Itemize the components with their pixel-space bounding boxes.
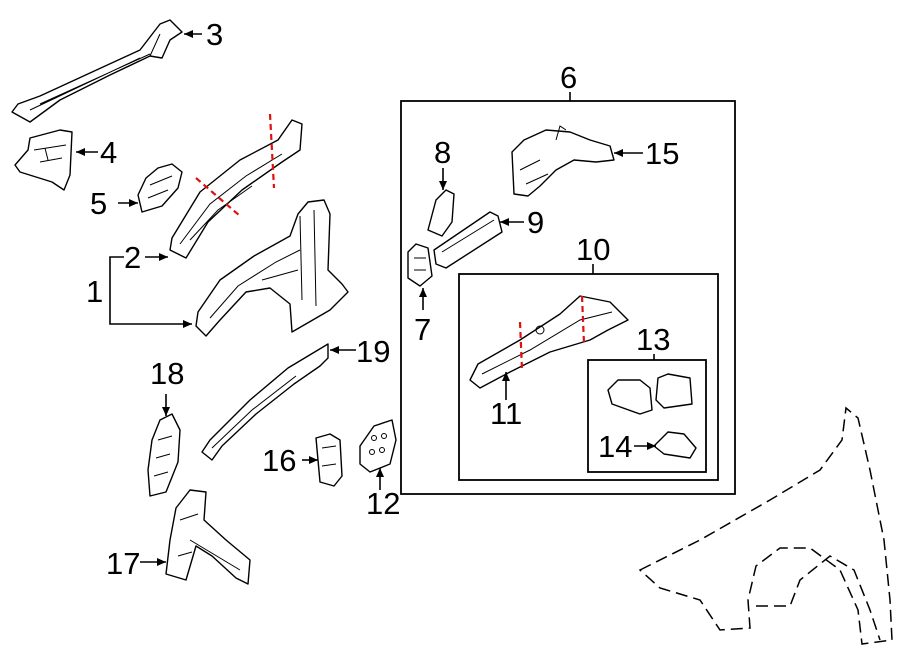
group-10-box <box>458 273 719 481</box>
group-13-box <box>587 359 707 473</box>
part-16-bracket[interactable] <box>315 433 343 487</box>
part-18-bracket[interactable] <box>147 413 181 497</box>
part-15-wheelhouse[interactable] <box>511 125 615 197</box>
part-5-bracket[interactable] <box>137 163 183 213</box>
callout-9: 9 <box>527 205 544 240</box>
callout-4: 4 <box>100 135 117 170</box>
part-9-reinforcement[interactable] <box>433 211 503 269</box>
part-3-rail[interactable] <box>11 19 183 123</box>
callout-10: 10 <box>576 232 610 267</box>
callout-3: 3 <box>206 17 223 52</box>
callout-18: 18 <box>150 356 184 391</box>
callout-15: 15 <box>645 136 679 171</box>
part-2-upper-rail[interactable] <box>169 113 303 259</box>
part-7-bracket[interactable] <box>407 243 433 287</box>
callout-2: 2 <box>124 240 141 275</box>
part-1-apron[interactable] <box>195 199 349 337</box>
callout-7: 7 <box>414 312 431 347</box>
part-4-bracket[interactable] <box>14 129 73 191</box>
callout-11: 11 <box>490 396 522 431</box>
callout-5: 5 <box>90 186 107 221</box>
group-6-box <box>400 100 736 495</box>
leader-lines <box>76 30 656 566</box>
part-19-rail[interactable] <box>201 343 329 461</box>
part-14-bracket[interactable] <box>653 431 697 459</box>
callout-16: 16 <box>262 443 296 478</box>
callout-19: 19 <box>356 334 390 369</box>
part-17-brace[interactable] <box>165 489 251 585</box>
callout-6: 6 <box>560 60 577 95</box>
callout-17: 17 <box>106 546 140 581</box>
callout-14: 14 <box>598 429 632 464</box>
callout-13: 13 <box>636 322 670 357</box>
callout-1: 1 <box>86 274 103 309</box>
part-8-bracket[interactable] <box>427 189 455 237</box>
callout-12: 12 <box>366 486 400 521</box>
part-11-rail[interactable] <box>469 295 629 389</box>
part-12-plate[interactable] <box>359 419 397 473</box>
part-13-brackets[interactable] <box>607 373 693 415</box>
callout-8: 8 <box>434 135 451 170</box>
fender-outline <box>638 406 893 645</box>
